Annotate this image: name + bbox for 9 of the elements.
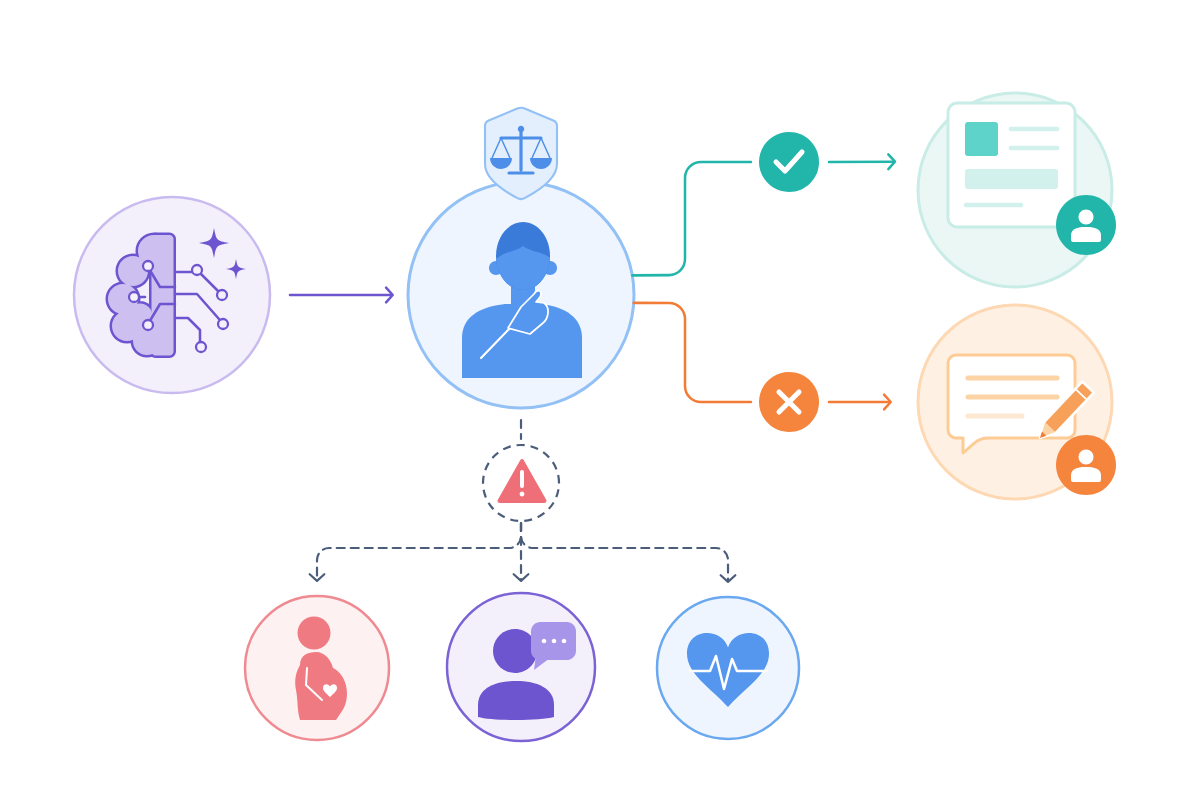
connector-line [631,160,753,277]
dashed-arrow [519,521,737,583]
cross-icon [759,372,819,432]
arrow [827,393,892,411]
arrow [827,153,897,171]
arrow [288,286,394,304]
connector-line [632,301,753,404]
check-icon [759,132,819,192]
dashed-connector-line [519,418,523,441]
